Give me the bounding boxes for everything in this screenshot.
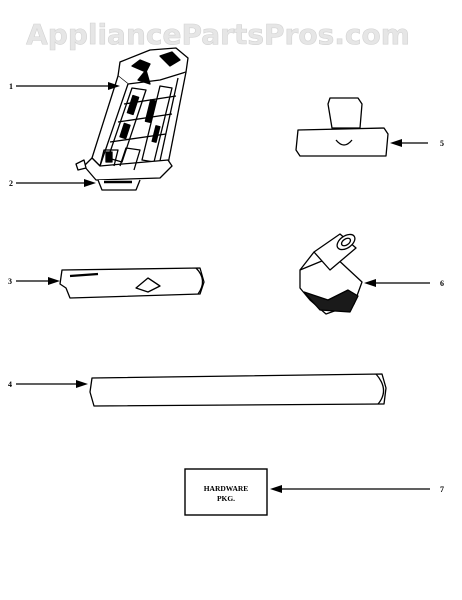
callout-7-number: 7 [440,485,444,494]
upholstery-tool [295,97,389,157]
hardware-box-line1: HARDWARE [204,484,249,493]
callout-5: 5 [390,139,444,148]
crevice-tool [59,267,205,299]
dusting-brush [299,233,363,315]
callout-6: 6 [364,279,444,288]
callout-3-number: 3 [8,277,12,286]
callout-2: 2 [9,179,96,188]
hardware-package: HARDWARE PKG. [184,468,268,516]
callout-4-number: 4 [8,380,12,389]
callout-5-number: 5 [440,139,444,148]
callout-1: 1 [9,82,120,91]
callout-6-number: 6 [440,279,444,288]
callout-4: 4 [8,380,88,389]
callout-1-number: 1 [9,82,13,91]
hardware-box-line2: PKG. [217,494,235,503]
watermark: AppliancePartsPros.com [26,18,410,51]
power-nozzle-housing [75,47,189,191]
extension-wand [89,373,387,407]
callout-3: 3 [8,277,60,286]
callout-2-number: 2 [9,179,13,188]
callout-7: 7 [270,485,444,494]
